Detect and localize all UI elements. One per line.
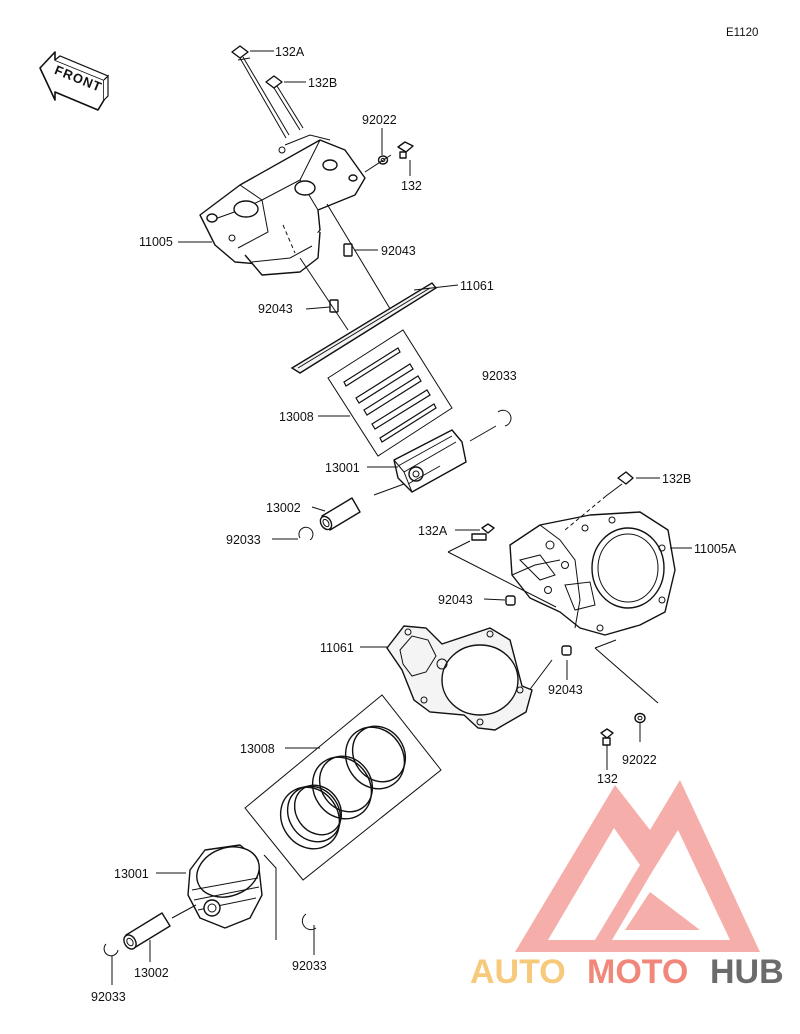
watermark-logo bbox=[515, 780, 760, 952]
callout-92043-right: 92043 bbox=[381, 244, 416, 258]
piston-pin-13002-top bbox=[319, 497, 361, 531]
snap-ring-92033-bottom bbox=[103, 943, 119, 957]
piston-13001-low bbox=[187, 844, 263, 929]
bolt-132A-mid bbox=[471, 523, 495, 541]
callout-13002-top: 13002 bbox=[266, 501, 301, 515]
watermark-text-auto: AUTO bbox=[470, 953, 566, 991]
callout-92022-low: 92022 bbox=[622, 753, 657, 767]
callout-132-top: 132 bbox=[401, 179, 422, 193]
piston-13001-top bbox=[393, 429, 467, 493]
watermark-text-hub: HUB bbox=[710, 953, 784, 991]
bolt-132-top bbox=[397, 141, 414, 159]
callout-132B-right: 132B bbox=[662, 472, 691, 486]
callout-92043-left: 92043 bbox=[258, 302, 293, 316]
callout-132B-top: 132B bbox=[308, 76, 337, 90]
callout-13001-low: 13001 bbox=[114, 867, 149, 881]
cylinder-11005A bbox=[509, 511, 676, 636]
bolt-132B-right bbox=[564, 471, 634, 531]
callout-132-low: 132 bbox=[597, 772, 618, 786]
piston-ring-set-13008-top bbox=[327, 329, 453, 457]
callout-11061-top: 11061 bbox=[460, 279, 494, 293]
dowel-pin-92043-left bbox=[329, 299, 339, 313]
callout-13002-low: 13002 bbox=[134, 966, 169, 980]
snap-ring-92033-mid bbox=[298, 526, 314, 541]
piston-pin-13002-low bbox=[123, 912, 171, 950]
piston-ring-set-13008-low bbox=[244, 694, 442, 881]
callout-132A-top: 132A bbox=[275, 45, 305, 59]
callout-11005A: 11005A bbox=[694, 542, 737, 556]
dowel-pin-92043-right bbox=[343, 243, 353, 257]
callout-13008-low: 13008 bbox=[240, 742, 275, 756]
callout-11061-low: 11061 bbox=[320, 641, 354, 655]
bolt-132A-top bbox=[231, 45, 290, 139]
dowel-pin-92043-low bbox=[561, 645, 572, 656]
callout-92043-mid: 92043 bbox=[438, 593, 473, 607]
cylinder-gasket-11061-low bbox=[386, 625, 533, 731]
callout-92043-low: 92043 bbox=[548, 683, 583, 697]
cylinder-gasket-11061-top bbox=[290, 282, 438, 374]
callout-92022-top: 92022 bbox=[362, 113, 397, 127]
front-direction-arrow: FRONT bbox=[39, 51, 110, 111]
washer-92022-low bbox=[634, 712, 646, 724]
dowel-pin-92043-mid bbox=[505, 595, 516, 606]
bolt-132-low bbox=[600, 728, 614, 746]
callout-92033-top: 92033 bbox=[482, 369, 517, 383]
callout-92033-bottom: 92033 bbox=[91, 990, 126, 1004]
callout-13008-top: 13008 bbox=[279, 410, 314, 424]
snap-ring-92033-top bbox=[497, 409, 512, 427]
callout-13001-top: 13001 bbox=[325, 461, 360, 475]
watermark-text-moto: MOTO bbox=[587, 953, 688, 991]
leader-lines bbox=[111, 50, 692, 985]
cylinder-11005 bbox=[199, 134, 366, 276]
callout-92033-low: 92033 bbox=[292, 959, 327, 973]
snap-ring-92033-low bbox=[301, 913, 317, 931]
callout-11005: 11005 bbox=[139, 235, 173, 249]
diagram-code: E1120 bbox=[726, 27, 758, 39]
callout-132A-mid: 132A bbox=[418, 524, 448, 538]
callout-92033-mid: 92033 bbox=[226, 533, 261, 547]
bolt-132B-top bbox=[265, 75, 304, 131]
